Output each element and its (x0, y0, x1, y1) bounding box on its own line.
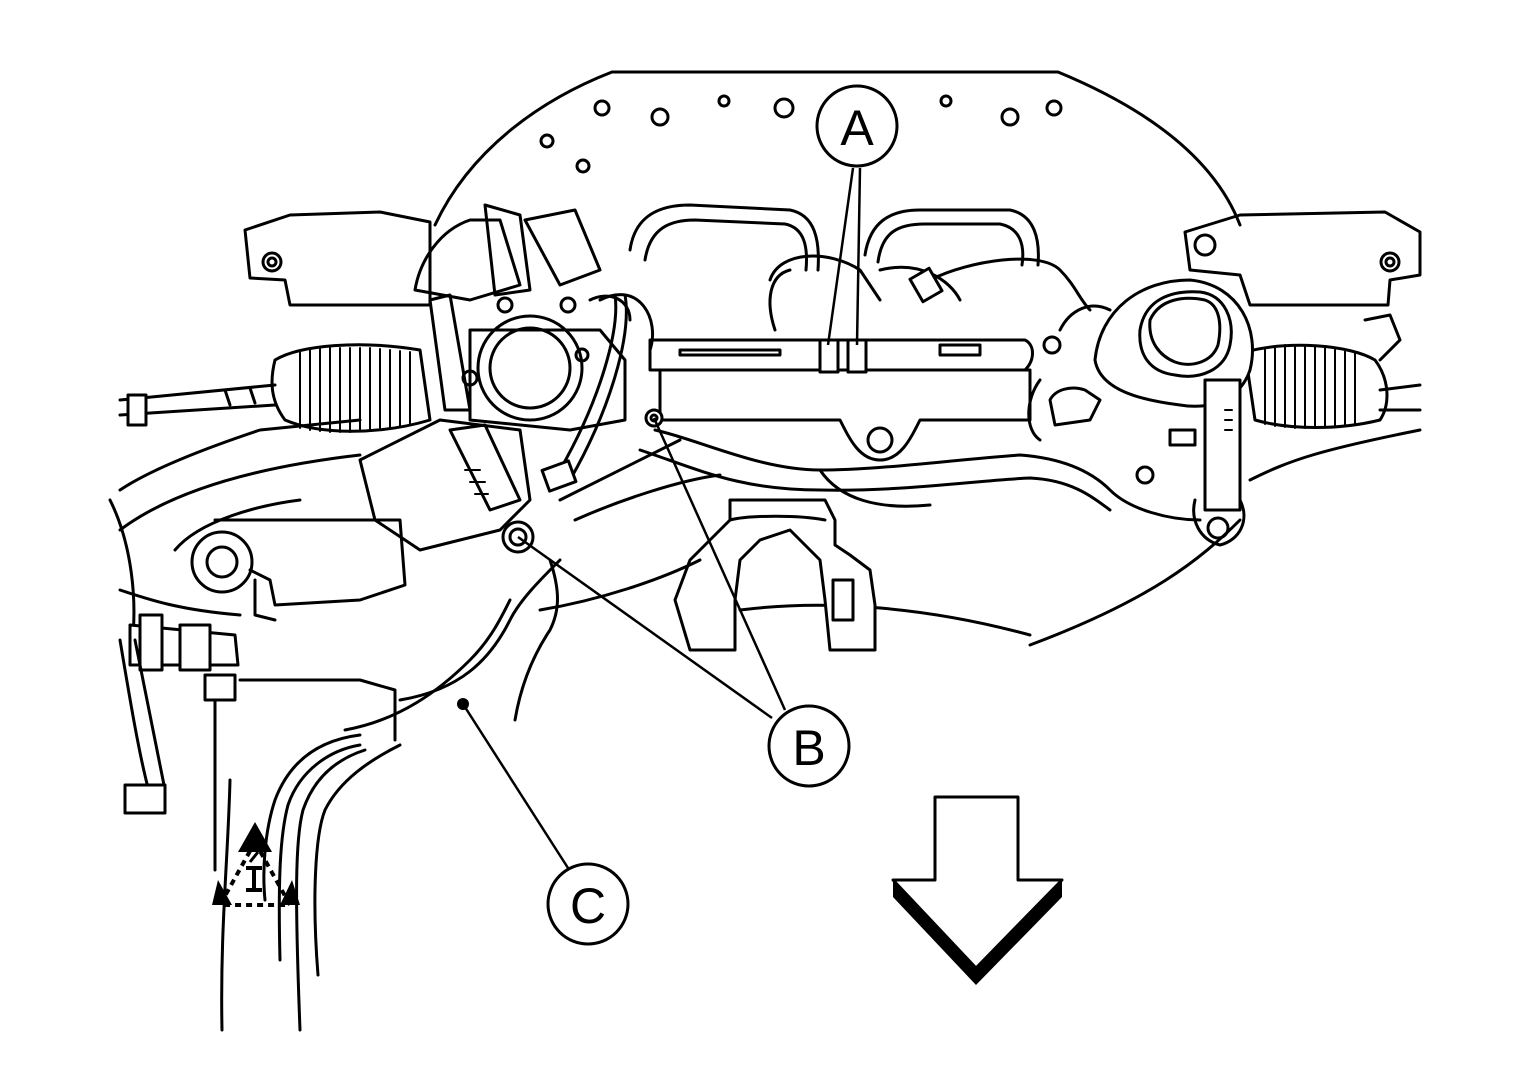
leader-c-dot (457, 698, 469, 710)
callout-c-label: C (570, 878, 606, 934)
leader-lines (457, 167, 862, 869)
callout-b-label: B (792, 720, 825, 776)
hydraulic-lines (540, 254, 1092, 493)
leader-a-right (855, 167, 862, 346)
front-indicator-icon (212, 822, 300, 907)
leader-b-1 (517, 535, 773, 720)
pinion-lower-housing (358, 418, 532, 552)
arrow-down-icon (891, 795, 1064, 985)
callout-b-circle (767, 704, 851, 788)
callout-b: B (767, 704, 851, 788)
gear-housing (413, 203, 627, 432)
right-bellows-boot (1243, 313, 1422, 429)
leader-c (461, 703, 570, 869)
callout-a-circle (815, 84, 899, 168)
lower-body-panel (220, 438, 722, 1032)
steering-rack-housing (648, 338, 1034, 462)
callout-a: A (815, 84, 899, 168)
leader-a-left (826, 167, 855, 346)
right-pinion-assembly (1027, 278, 1254, 547)
tie-rod-end (118, 613, 240, 872)
callout-c-circle (546, 862, 630, 946)
callout-a-label: A (840, 100, 874, 156)
intake-openings (628, 203, 1040, 272)
leader-b-2 (652, 417, 787, 711)
left-bellows-boot (118, 343, 432, 433)
callout-c: C (546, 862, 630, 946)
center-mount-bracket (673, 498, 877, 652)
upper-crossmember-plate (433, 70, 1242, 227)
